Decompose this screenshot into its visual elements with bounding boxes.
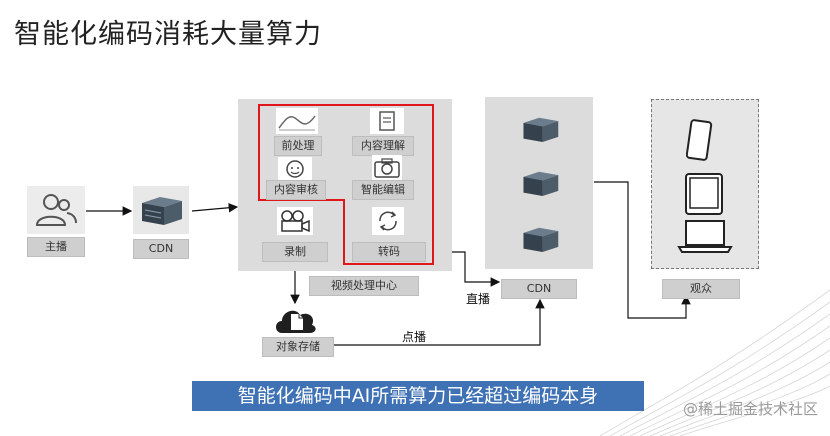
cdn-right-server-3 — [519, 222, 561, 256]
tablet-icon — [685, 173, 723, 215]
arrow-vod — [334, 298, 545, 346]
preprocess-icon-box — [276, 108, 318, 134]
decorative-wave-lines — [600, 289, 830, 436]
ai-highlight-frame — [258, 104, 434, 265]
page-title: 智能化编码消耗大量算力 — [14, 19, 322, 50]
user-group-icon — [35, 194, 77, 226]
arrow-cdn-to-audience — [594, 181, 691, 319]
content-understanding-icon-box — [370, 108, 404, 134]
cdn-right-server-2 — [519, 166, 561, 200]
object-storage-label: 对象存储 — [262, 337, 334, 357]
video-center-label: 视频处理中心 — [309, 276, 419, 296]
server-icon — [523, 171, 559, 197]
content-review-icon-box — [278, 157, 312, 183]
content-review-label: 内容审核 — [266, 180, 326, 200]
content-understanding-label: 内容理解 — [352, 136, 414, 156]
refresh-icon — [379, 211, 397, 231]
live-edge-label: 直播 — [466, 292, 491, 306]
wave-chart-icon — [278, 115, 316, 131]
frame-notch-top — [258, 199, 345, 201]
record-label: 录制 — [262, 242, 328, 262]
anchor-icon-box — [27, 186, 85, 234]
film-camera-icon — [281, 210, 310, 233]
laptop-icon — [677, 220, 733, 253]
cdn-right-label: CDN — [501, 279, 577, 299]
frame-notch-edge — [343, 200, 345, 265]
cdn-right-server-1 — [519, 112, 561, 146]
phone-icon — [686, 119, 713, 161]
cdn-left-server — [133, 186, 189, 234]
audience-label: 观众 — [662, 279, 740, 299]
server-icon — [142, 197, 182, 225]
camera-icon — [374, 158, 400, 178]
transcode-icon-box — [372, 207, 404, 235]
server-icon — [523, 117, 559, 143]
face-icon — [286, 160, 304, 178]
server-icon — [523, 227, 559, 253]
preprocess-label: 前处理 — [274, 136, 322, 156]
summary-banner: 智能化编码中AI所需算力已经超过编码本身 — [192, 381, 644, 411]
object-storage-icon-box — [272, 303, 320, 337]
document-icon — [379, 111, 395, 131]
smart-edit-label: 智能编辑 — [352, 180, 414, 200]
anchor-label: 主播 — [27, 237, 85, 257]
watermark: @稀土掘金技术社区 — [682, 400, 818, 418]
cdn-left-label: CDN — [133, 239, 189, 259]
cloud-file-icon — [276, 310, 316, 333]
vod-edge-label: 点播 — [402, 330, 427, 344]
transcode-label: 转码 — [352, 242, 426, 262]
record-icon-box — [277, 207, 313, 235]
smart-edit-icon-box — [372, 155, 402, 181]
audience-devices-box — [651, 99, 759, 269]
arrow-cdn-to-center — [191, 202, 239, 213]
